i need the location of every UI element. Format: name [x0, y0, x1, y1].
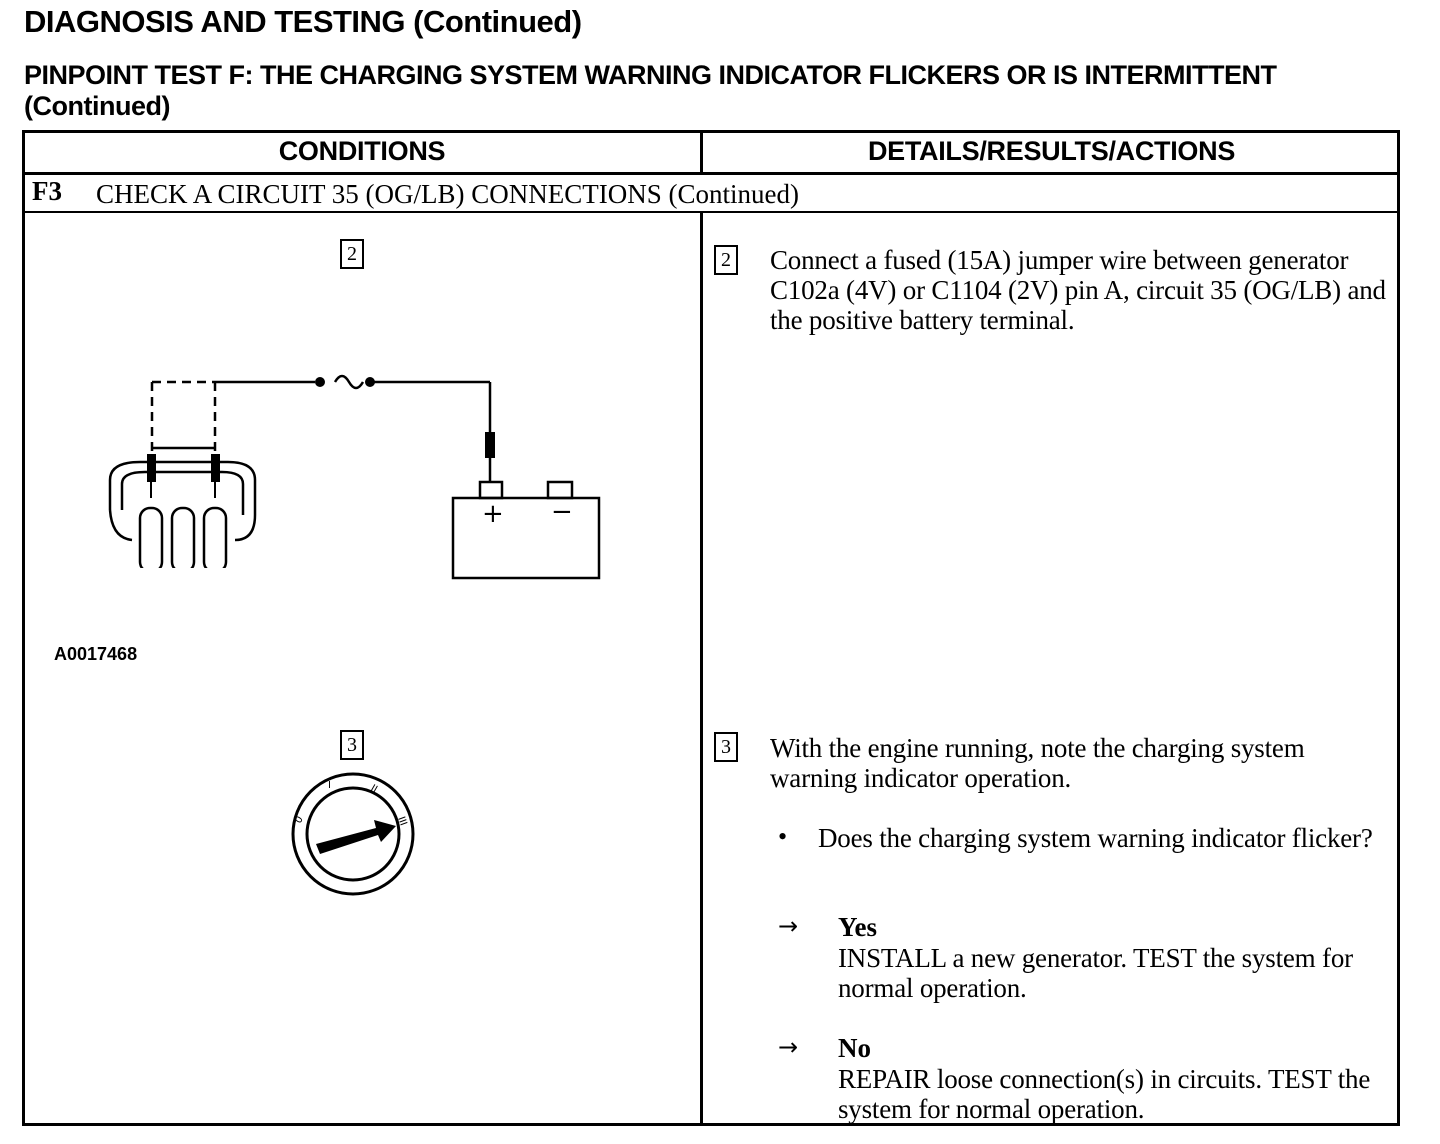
answer-no-action: REPAIR loose connection(s) in circuits. …	[838, 1064, 1371, 1124]
battery-negative-label: −	[551, 497, 573, 527]
key-mark-off: 0	[293, 814, 306, 825]
answer-no-label: No	[838, 1033, 871, 1063]
key-mark-3: III	[395, 815, 408, 827]
key-mark-2: II	[369, 783, 380, 795]
battery-icon	[451, 480, 601, 580]
section-divider	[24, 211, 1400, 213]
dashed-pin-lines	[150, 380, 217, 456]
yes-arrow-icon: →	[778, 912, 799, 940]
key-mark-1: I	[328, 780, 331, 791]
battery-clip	[485, 432, 495, 458]
step-id: F3	[32, 176, 62, 206]
column-divider	[700, 132, 703, 1126]
step-3-number-box-right: 3	[714, 732, 738, 762]
step-2-number-box-right: 2	[714, 245, 738, 275]
no-arrow-icon: →	[778, 1033, 799, 1061]
key-arrow	[316, 820, 396, 854]
probe-left	[147, 454, 156, 482]
figure-id: A0017468	[54, 644, 138, 664]
step-3-question: Does the charging system warning indicat…	[818, 823, 1373, 853]
step-3-instruction: With the engine running, note the chargi…	[770, 733, 1305, 793]
answer-yes-action: INSTALL a new generator. TEST the system…	[838, 943, 1353, 1003]
pinpoint-test-title: PINPOINT TEST F: THE CHARGING SYSTEM WAR…	[24, 60, 1277, 121]
fuse-terminal-left	[315, 377, 325, 387]
jumper-wire-diagram: + −	[108, 374, 601, 580]
step-2-number-box-left: 2	[340, 239, 364, 269]
generator-connector	[108, 446, 257, 574]
answer-yes-label: Yes	[838, 912, 877, 942]
question-bullet: •	[778, 822, 788, 851]
column-header-details: DETAILS/RESULTS/ACTIONS	[867, 136, 1236, 166]
test-table	[22, 130, 1400, 1126]
ignition-key-icon: 0 I II III	[291, 772, 415, 896]
header-divider	[24, 172, 1400, 175]
probe-right	[211, 454, 220, 482]
battery-positive-label: +	[482, 499, 504, 529]
step-title: CHECK A CIRCUIT 35 (OG/LB) CONNECTIONS (…	[96, 179, 800, 209]
jumper-wire	[215, 374, 492, 482]
page-title: DIAGNOSIS AND TESTING (Continued)	[24, 4, 582, 39]
fuse-terminal-right	[365, 377, 375, 387]
step-3-number-box-left: 3	[340, 730, 364, 760]
step-2-instruction: Connect a fused (15A) jumper wire betwee…	[770, 245, 1386, 335]
column-header-conditions: CONDITIONS	[278, 136, 446, 166]
